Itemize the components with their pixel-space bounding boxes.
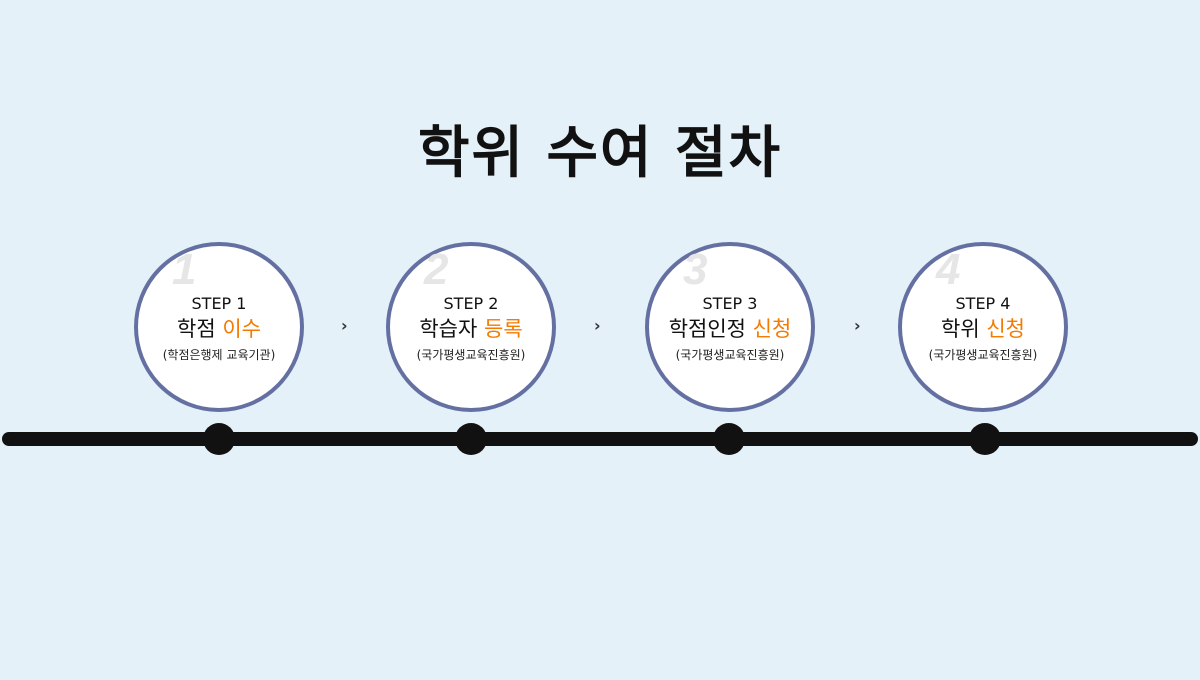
step-2-circle: 2 STEP 2 학습자 등록 (국가평생교육진흥원) bbox=[386, 242, 556, 412]
step-3-circle: 3 STEP 3 학점인정 신청 (국가평생교육진흥원) bbox=[645, 242, 815, 412]
step-title: 학점 이수 bbox=[138, 316, 300, 342]
step-title-highlight: 등록 bbox=[484, 317, 523, 341]
timeline-dot bbox=[713, 423, 745, 455]
step-title-main: 학점 bbox=[177, 317, 216, 341]
page-title: 학위 수여 절차 bbox=[417, 121, 783, 186]
chevron-right-icon: › bbox=[341, 316, 348, 335]
step-title-highlight: 신청 bbox=[752, 317, 792, 341]
step-title-main: 학점인정 bbox=[668, 317, 746, 341]
step-subtitle: (국가평생교육진흥원) bbox=[928, 348, 1038, 362]
step-number: 4 bbox=[936, 245, 961, 294]
step-number: 2 bbox=[424, 245, 449, 294]
step-label: STEP 2 bbox=[443, 294, 499, 313]
timeline bbox=[2, 432, 1198, 446]
step-label: STEP 4 bbox=[955, 294, 1011, 313]
step-subtitle: (학점은행제 교육기관) bbox=[162, 348, 276, 362]
step-number: 3 bbox=[683, 245, 708, 294]
timeline-dot bbox=[203, 423, 235, 455]
timeline-dot bbox=[455, 423, 487, 455]
step-label: STEP 1 bbox=[191, 294, 247, 313]
step-label: STEP 3 bbox=[702, 294, 758, 313]
step-title-main: 학위 bbox=[941, 317, 980, 341]
timeline-dot bbox=[969, 423, 1001, 455]
step-title: 학위 신청 bbox=[902, 316, 1064, 342]
step-number: 1 bbox=[172, 245, 197, 294]
step-title-highlight: 신청 bbox=[986, 317, 1025, 341]
step-subtitle: (국가평생교육진흥원) bbox=[416, 348, 526, 362]
chevron-right-icon: › bbox=[594, 316, 601, 335]
step-title-main: 학습자 bbox=[419, 317, 478, 341]
chevron-right-icon: › bbox=[854, 316, 861, 335]
step-subtitle: (국가평생교육진흥원) bbox=[675, 348, 785, 362]
step-1-circle: 1 STEP 1 학점 이수 (학점은행제 교육기관) bbox=[134, 242, 304, 412]
step-4-circle: 4 STEP 4 학위 신청 (국가평생교육진흥원) bbox=[898, 242, 1068, 412]
step-title-highlight: 이수 bbox=[222, 317, 261, 341]
step-title: 학점인정 신청 bbox=[649, 316, 811, 342]
step-title: 학습자 등록 bbox=[390, 316, 552, 342]
